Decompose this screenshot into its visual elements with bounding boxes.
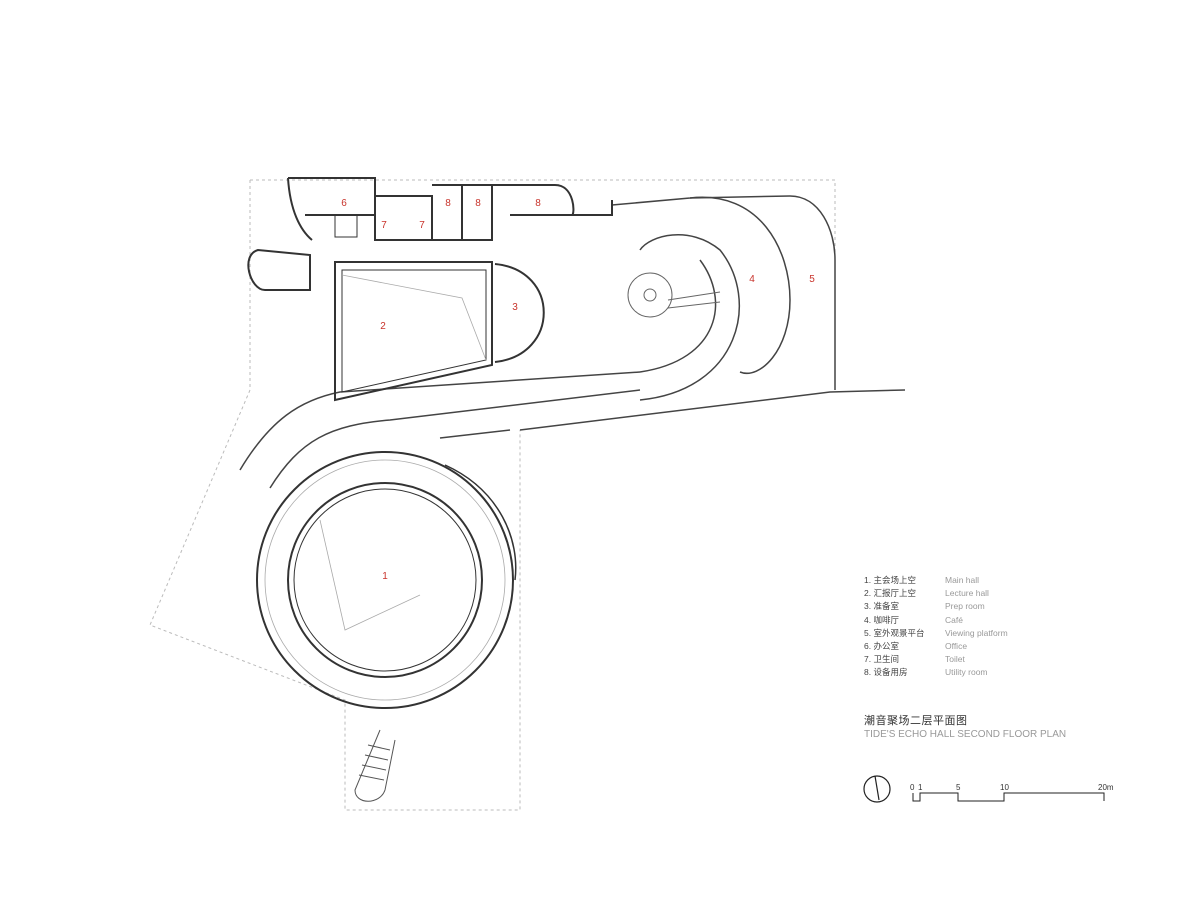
room-number-2: 2 bbox=[380, 321, 386, 332]
legend-item: 7. 卫生间 Toilet bbox=[864, 653, 1008, 666]
legend-zh: 8. 设备用房 bbox=[864, 667, 908, 678]
prep-room bbox=[494, 263, 545, 363]
top-rooms bbox=[247, 177, 613, 291]
legend-item: 3. 准备室 Prep room bbox=[864, 600, 1008, 613]
legend-item: 5. 室外观景平台 Viewing platform bbox=[864, 627, 1008, 640]
room-number-7a: 7 bbox=[381, 220, 387, 231]
legend-en: Utility room bbox=[945, 667, 988, 678]
room-number-1: 1 bbox=[382, 571, 388, 582]
scale-label: 1 bbox=[918, 783, 923, 792]
legend-en: Viewing platform bbox=[945, 627, 1008, 638]
legend-item: 1. 主会场上空 Main hall bbox=[864, 574, 1008, 587]
room-number-5: 5 bbox=[809, 274, 815, 285]
room-number-7b: 7 bbox=[419, 220, 425, 231]
legend-en: Office bbox=[945, 641, 968, 652]
plan-title-en: TIDE'S ECHO HALL SECOND FLOOR PLAN bbox=[864, 729, 1067, 740]
legend-zh: 4. 咖啡厅 bbox=[864, 614, 899, 625]
scale-bar: 0 1 5 10 20m bbox=[910, 783, 1114, 802]
legend-zh: 5. 室外观景平台 bbox=[864, 627, 925, 638]
north-arrow-icon bbox=[863, 775, 891, 803]
scale-label: 20m bbox=[1098, 783, 1114, 792]
legend-zh: 7. 卫生间 bbox=[864, 654, 899, 665]
room-number-3: 3 bbox=[512, 302, 518, 313]
legend-item: 4. 咖啡厅 Café bbox=[864, 614, 1008, 627]
legend: 1. 主会场上空 Main hall 2. 汇报厅上空 Lecture hall 3… bbox=[864, 574, 1008, 680]
legend-en: Café bbox=[945, 614, 963, 625]
legend-zh: 3. 准备室 bbox=[864, 601, 899, 612]
plan-title-zh: 潮音聚场二层平面图 bbox=[864, 715, 968, 727]
legend-en: Main hall bbox=[945, 575, 980, 585]
scale-label: 10 bbox=[1000, 783, 1009, 792]
spiral-stair bbox=[627, 272, 721, 318]
room-number-8b: 8 bbox=[475, 198, 481, 209]
scale-label: 5 bbox=[956, 783, 961, 792]
lecture-hall bbox=[334, 261, 493, 402]
legend-zh: 1. 主会场上空 bbox=[864, 575, 916, 585]
scale-label: 0 bbox=[910, 783, 915, 792]
main-hall bbox=[256, 451, 517, 709]
site-boundary bbox=[149, 179, 836, 811]
legend-item: 8. 设备用房 Utility room bbox=[864, 666, 1008, 679]
room-number-8c: 8 bbox=[535, 198, 541, 209]
room-numbers: 1 2 3 4 5 6 7 7 8 8 8 bbox=[341, 198, 815, 582]
legend-item: 2. 汇报厅上空 Lecture hall bbox=[864, 587, 1008, 600]
room-number-6: 6 bbox=[341, 198, 347, 209]
legend-en: Lecture hall bbox=[945, 588, 989, 599]
south-stair bbox=[354, 729, 396, 802]
legend-en: Toilet bbox=[945, 654, 965, 665]
legend-en: Prep room bbox=[945, 601, 985, 612]
legend-zh: 6. 办公室 bbox=[864, 641, 899, 652]
ramp bbox=[239, 195, 906, 489]
legend-item: 6. 办公室 Office bbox=[864, 640, 1008, 653]
legend-zh: 2. 汇报厅上空 bbox=[864, 588, 916, 599]
room-number-8a: 8 bbox=[445, 198, 451, 209]
room-number-4: 4 bbox=[749, 274, 755, 285]
